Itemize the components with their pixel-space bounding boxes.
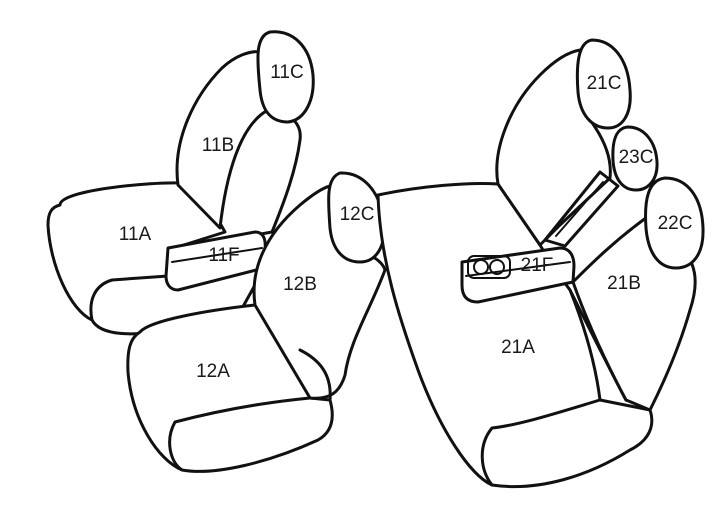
part-11f-top-edge — [171, 247, 263, 263]
part-11b-back — [175, 50, 270, 230]
part-21c-headrest — [575, 38, 632, 130]
label-11a: 11A — [119, 224, 152, 245]
label-23c: 23C — [619, 147, 654, 168]
cup-holder-left-icon — [473, 259, 489, 275]
part-labels: 11C 11B 11A 11F 12C 12B 12A 21C 23C 22C … — [119, 62, 693, 382]
part-12c-headrest — [327, 171, 386, 264]
label-12b: 12B — [283, 274, 317, 295]
seat-11 — [46, 30, 315, 336]
part-21a-cushion — [376, 181, 602, 487]
seat-12 — [126, 171, 387, 473]
label-21c: 21C — [587, 73, 622, 94]
label-21f: 21F — [521, 255, 554, 276]
part-12b-inner — [298, 348, 332, 402]
part-11a-cushion — [46, 181, 227, 322]
part-21f-slot-inner — [555, 181, 604, 237]
part-21a-front — [490, 398, 654, 489]
part-12a-side — [180, 396, 334, 473]
label-11f: 11F — [208, 245, 239, 266]
part-22c-headrest — [644, 176, 705, 270]
label-21b: 21B — [607, 273, 641, 294]
cup-holder-icon — [467, 255, 511, 279]
label-21a: 21A — [501, 337, 535, 358]
cup-holder-right-icon — [489, 259, 505, 275]
label-11c: 11C — [270, 62, 303, 83]
part-23c-headrest — [611, 125, 659, 192]
label-12a: 12A — [196, 361, 230, 382]
label-12c: 12C — [340, 204, 375, 225]
part-12a-cushion — [126, 303, 312, 472]
part-11c-headrest — [256, 30, 315, 124]
seat-21 — [376, 38, 705, 489]
label-11b: 11B — [202, 135, 234, 156]
part-21f-slot — [543, 170, 620, 248]
label-22c: 22C — [658, 213, 693, 234]
